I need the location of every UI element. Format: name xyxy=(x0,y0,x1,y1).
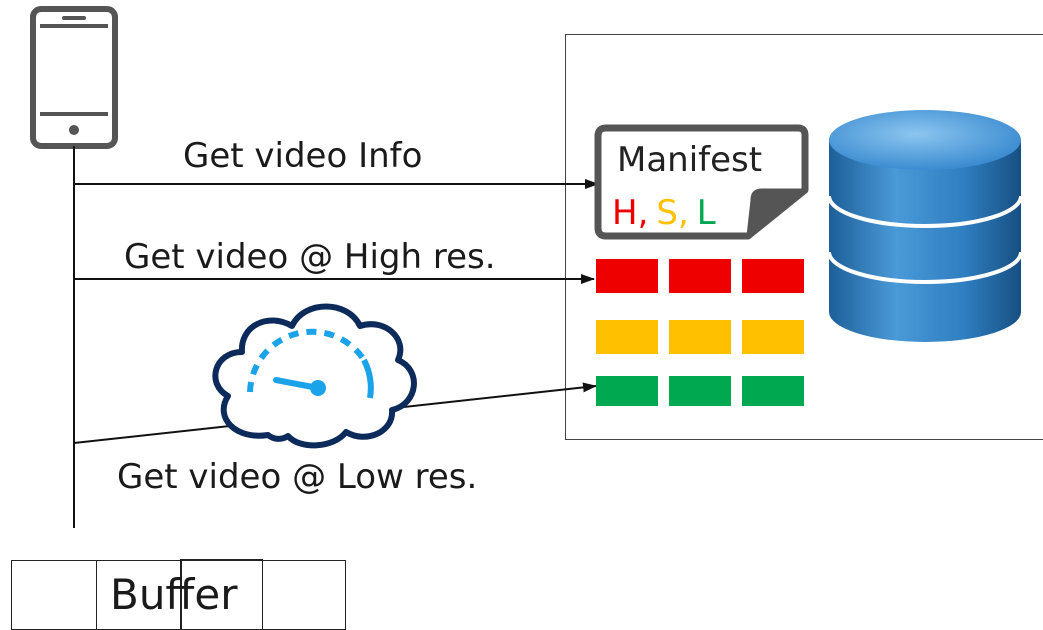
chunk-high-3 xyxy=(742,259,804,293)
quality-low-letter: L xyxy=(696,193,716,233)
chunk-low-3 xyxy=(742,376,804,406)
cloud-speedometer-icon xyxy=(212,303,417,449)
chunk-low-1 xyxy=(596,376,658,406)
quality-high-letter: H, xyxy=(612,193,649,233)
manifest-quality-levels: H,S,L xyxy=(612,196,716,230)
manifest-document-icon xyxy=(594,124,809,240)
chunk-standard-1 xyxy=(596,320,658,354)
chunk-standard-3 xyxy=(742,320,804,354)
label-get-video-high-res: Get video @ High res. xyxy=(124,237,496,277)
buffer-label: Buffer xyxy=(110,570,238,619)
label-get-video-info: Get video Info xyxy=(183,136,423,176)
database-icon xyxy=(827,110,1023,342)
label-get-video-low-res: Get video @ Low res. xyxy=(117,457,478,497)
chunk-high-1 xyxy=(596,259,658,293)
chunk-standard-2 xyxy=(669,320,731,354)
quality-standard-letter: S, xyxy=(656,193,689,233)
manifest-title: Manifest xyxy=(617,140,763,180)
chunk-high-2 xyxy=(669,259,731,293)
chunk-low-2 xyxy=(669,376,731,406)
smartphone-icon xyxy=(30,6,118,149)
